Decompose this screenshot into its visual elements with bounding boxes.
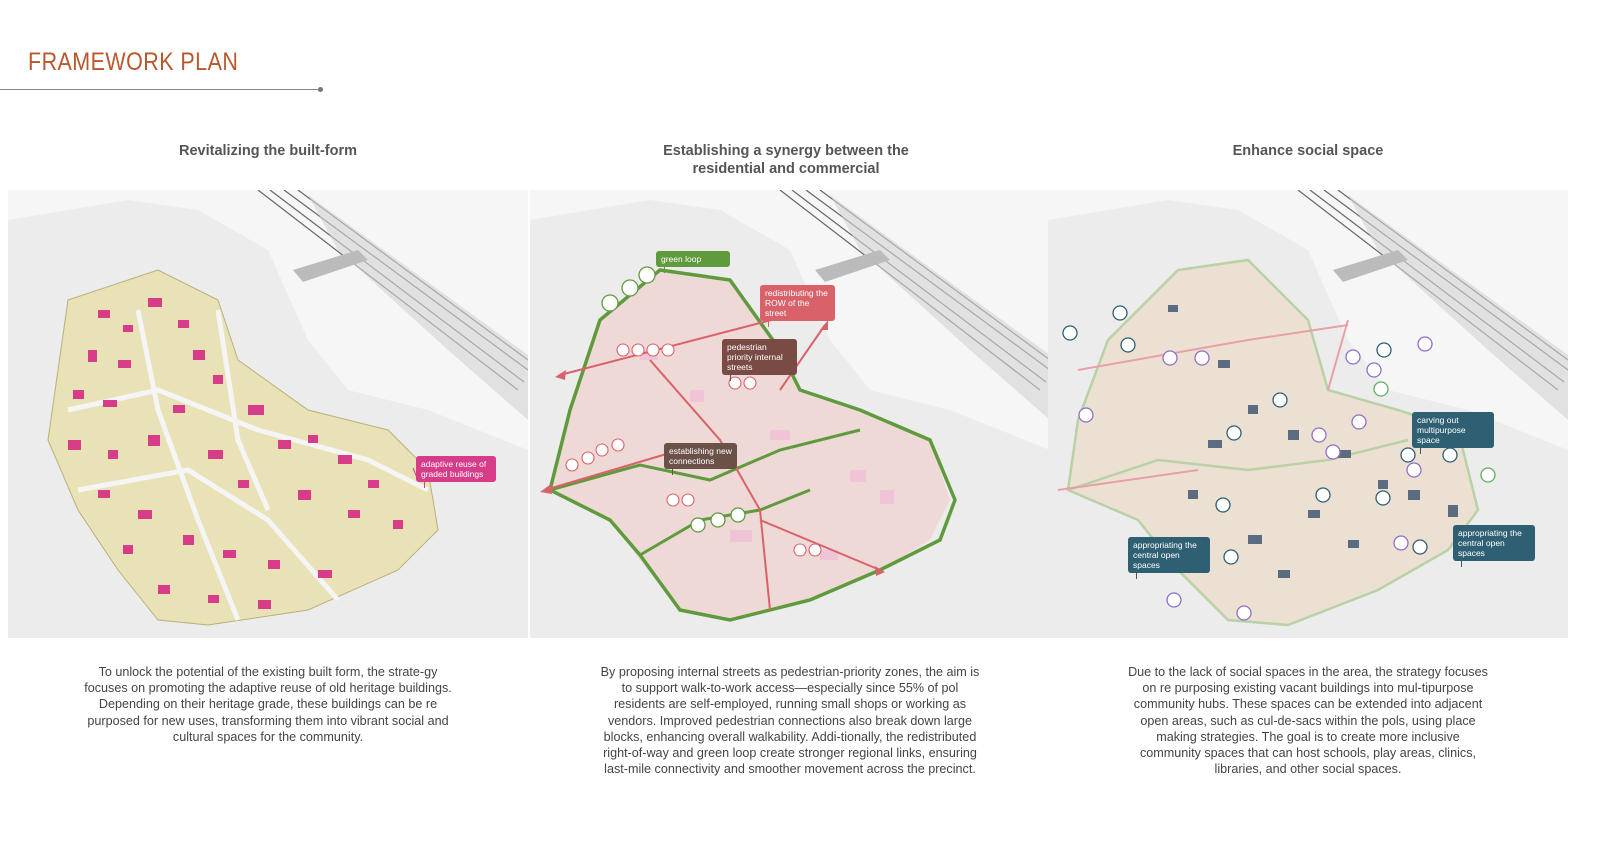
page-title: FRAMEWORK PLAN <box>28 48 239 76</box>
callout-central-open-spaces-east: appropriating the central open spaces <box>1453 525 1535 567</box>
panel-synergy: Establishing a synergy between the resid… <box>530 0 1050 866</box>
panel-description: To unlock the potential of the existing … <box>84 665 452 744</box>
callout-central-open-spaces: appropriating the central open spaces <box>1128 537 1210 579</box>
map-synergy <box>530 190 1050 638</box>
callout-redistributing-row: redistributing the ROW of the street <box>760 285 835 327</box>
panel-heading: Revitalizing the built-form <box>178 143 358 159</box>
panel-description: Due to the lack of social spaces in the … <box>1128 665 1488 777</box>
green-loop <box>547 268 957 622</box>
panel-social-space: Enhance social space <box>1048 0 1568 866</box>
map-built-form <box>8 190 528 638</box>
panel-built-form: Revitalizing the built-form <box>8 0 528 866</box>
callout-new-connections: establishing new connections <box>664 443 737 475</box>
title-rule <box>0 89 320 90</box>
callout-multipurpose-space: carving out multipurpose space <box>1412 412 1494 454</box>
panel-heading: Enhance social space <box>1232 143 1384 159</box>
panel-description: By proposing internal streets as pedestr… <box>600 665 980 777</box>
callout-pedestrian-priority: pedestrian priority internal streets <box>722 339 797 381</box>
panel-heading: Establishing a synergy between the resid… <box>663 143 909 177</box>
callout-green-loop: green loop <box>656 251 730 273</box>
title-rule-dot <box>318 87 323 92</box>
callout-adaptive-reuse: adaptive reuse of graded buildings <box>416 456 496 488</box>
